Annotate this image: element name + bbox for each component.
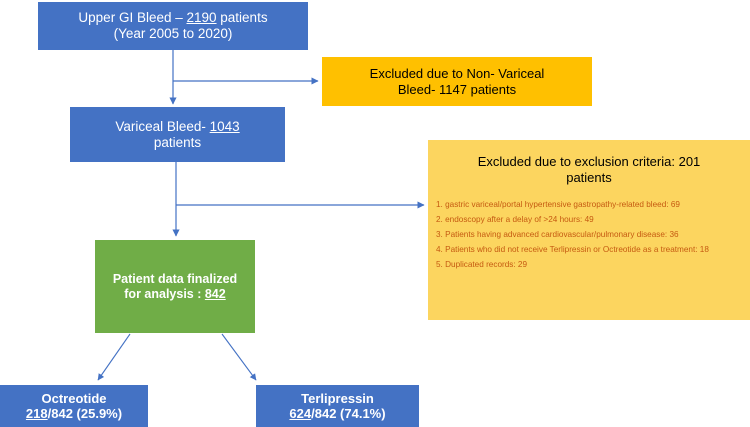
arrow-finalized-to-terlipressin <box>221 333 257 381</box>
node-terlipressin: Terlipressin 624/842 (74.1%) <box>256 385 419 427</box>
node-upper-gi-line2: (Year 2005 to 2020) <box>113 26 233 41</box>
node-excluded-non-variceal-line2: Bleed- 1147 patients <box>397 81 517 97</box>
list-item: 2. endoscopy after a delay of >24 hours:… <box>436 215 594 225</box>
list-item: 4. Patients who did not receive Terlipre… <box>436 244 709 254</box>
exclusion-criteria-heading-line1: Excluded due to exclusion criteria: 201 <box>477 154 701 169</box>
arrow-finalized-to-octreotide <box>97 333 131 381</box>
node-patient-data-finalized: Patient data finalized for analysis : 84… <box>95 240 255 333</box>
node-excluded-non-variceal-line1: Excluded due to Non- Variceal <box>369 66 545 82</box>
node-terlipressin-denominator: /842 (74.1%) <box>311 406 386 421</box>
node-octreotide: Octreotide 218/842 (25.9%) <box>0 385 148 427</box>
node-finalized-line2-pre: for analysis : <box>124 286 205 301</box>
node-upper-gi-line1: Upper GI Bleed – 2190 patients <box>44 10 302 26</box>
node-variceal-bleed: Variceal Bleed- 1043 patients <box>70 107 285 162</box>
node-terlipressin-count: 624 <box>289 406 312 421</box>
list-item: 1. gastric variceal/portal hypertensive … <box>436 200 680 210</box>
exclusion-criteria-list: 1. gastric variceal/portal hypertensive … <box>436 199 742 270</box>
node-octreotide-label: Octreotide <box>41 390 107 406</box>
node-octreotide-stats: 218/842 (25.9%) <box>6 406 142 421</box>
list-item: 5. Duplicated records: 29 <box>436 259 528 269</box>
node-upper-gi-bleed: Upper GI Bleed – 2190 patients (Year 200… <box>38 2 308 50</box>
node-upper-gi-line1-post: patients <box>216 10 268 26</box>
node-variceal-line1: Variceal Bleed- 1043 <box>76 119 279 135</box>
exclusion-criteria-heading: Excluded due to exclusion criteria: 201 … <box>436 154 742 185</box>
node-excluded-non-variceal: Excluded due to Non- Variceal Bleed- 114… <box>322 57 592 106</box>
node-variceal-line1-pre: Variceal Bleed- <box>115 118 210 134</box>
node-upper-gi-line1-pre: Upper GI Bleed – <box>78 10 187 26</box>
exclusion-criteria-heading-line2: patients <box>566 169 612 185</box>
node-octreotide-count: 218 <box>25 406 48 421</box>
node-upper-gi-count: 2190 <box>186 10 217 26</box>
node-terlipressin-stats: 624/842 (74.1%) <box>262 406 413 421</box>
node-exclusion-criteria: Excluded due to exclusion criteria: 201 … <box>428 140 750 320</box>
node-finalized-line2: for analysis : 842 <box>101 287 249 302</box>
list-item: 3. Patients having advanced cardiovascul… <box>436 229 679 239</box>
node-variceal-line2: patients <box>153 134 202 150</box>
node-finalized-line1: Patient data finalized <box>112 271 238 286</box>
node-variceal-count: 1043 <box>209 118 240 134</box>
node-terlipressin-label: Terlipressin <box>301 390 374 406</box>
node-octreotide-denominator: /842 (25.9%) <box>47 406 123 421</box>
node-finalized-count: 842 <box>204 286 226 301</box>
